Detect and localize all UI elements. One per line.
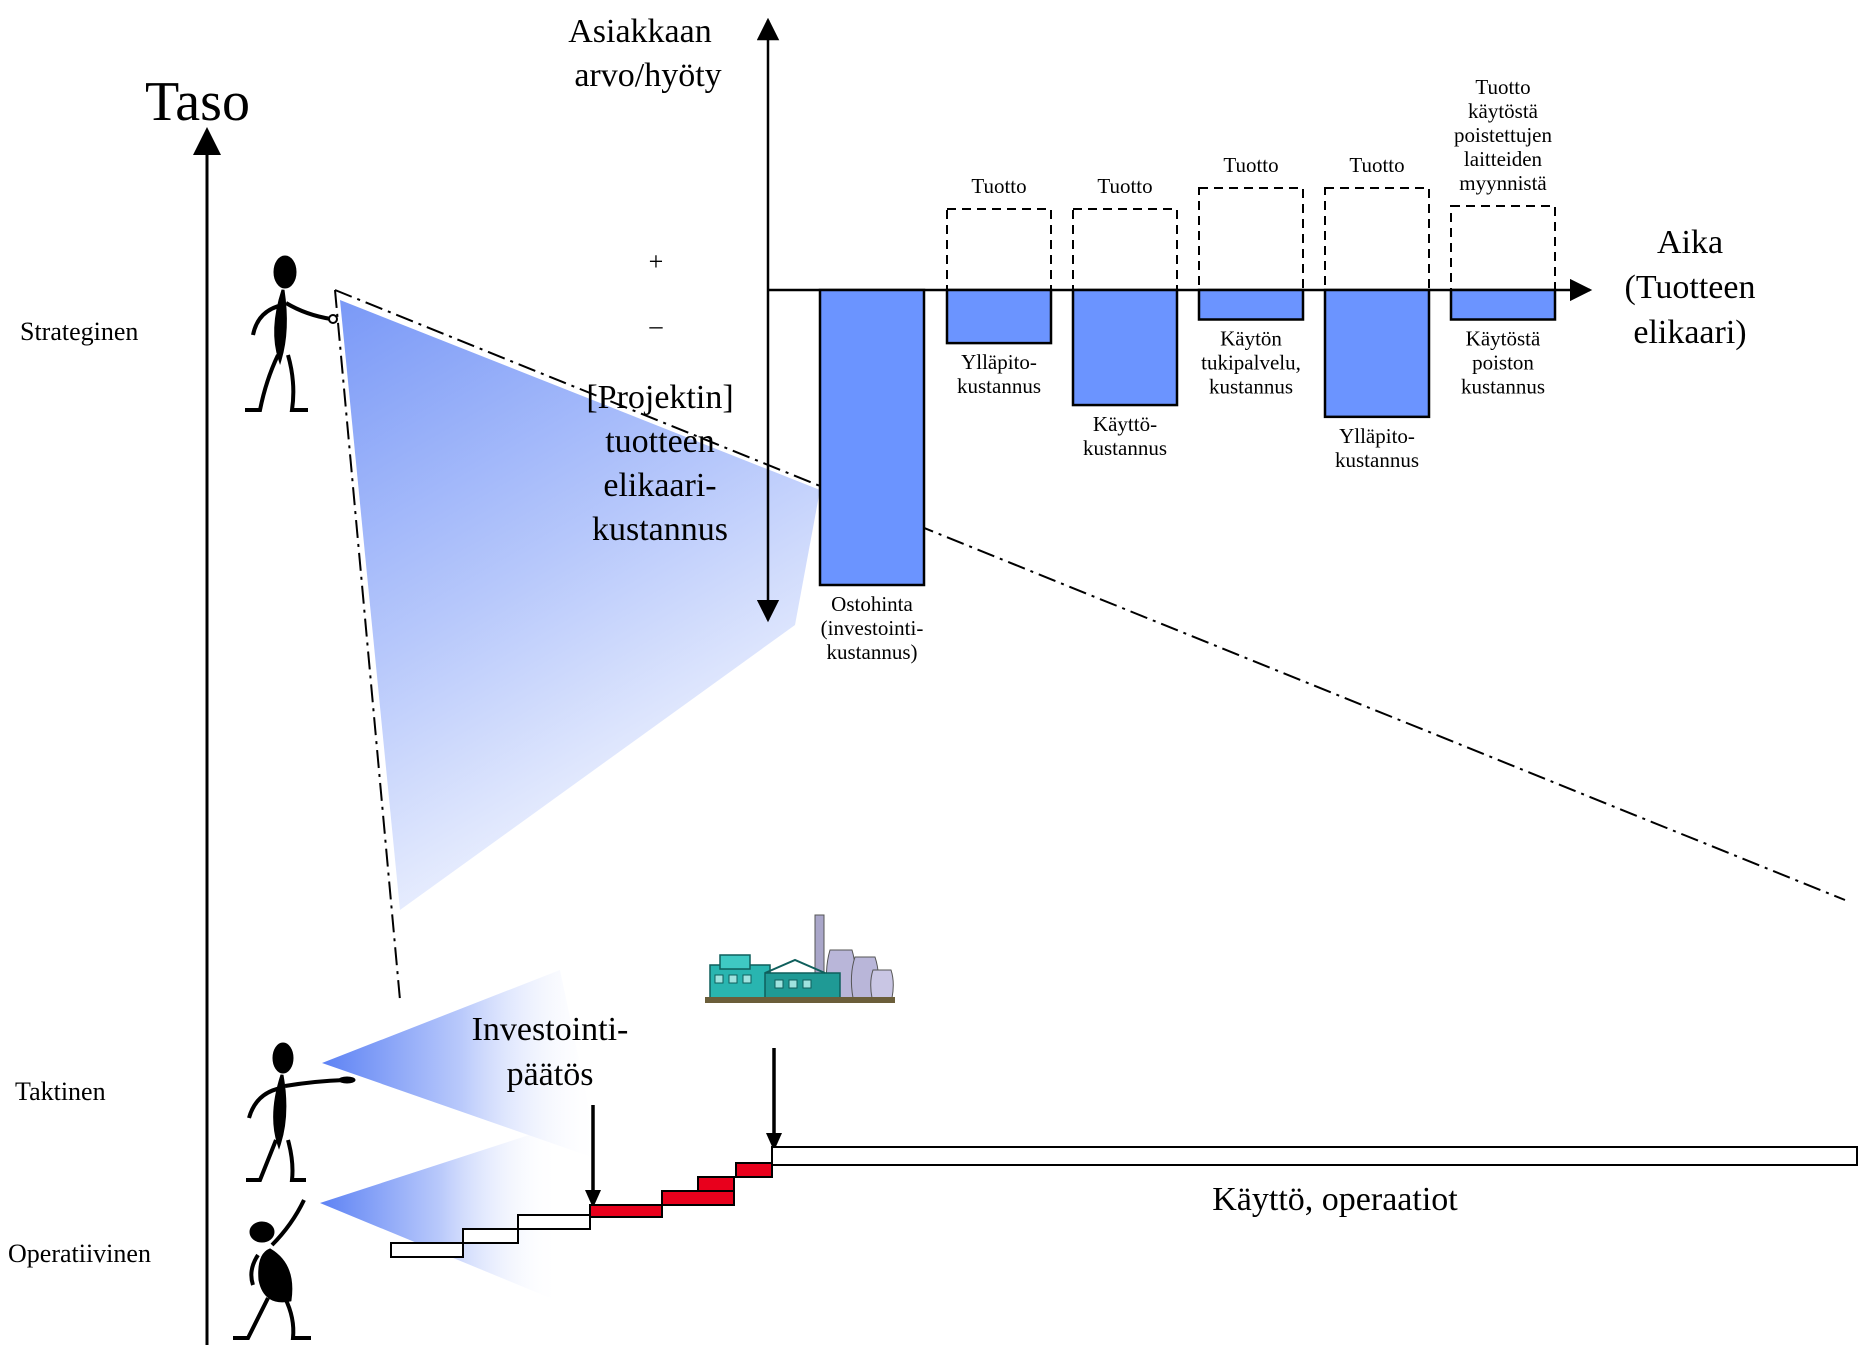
revenue-bar [1072,208,1178,291]
cost-bar [945,288,1053,345]
cost-label: Käytön [1220,327,1282,351]
level-axis: Taso [145,71,250,1345]
cost-label: Käytöstä [1466,327,1541,351]
cost-label: Ylläpito- [1339,424,1415,448]
cost-bar [1071,288,1179,407]
phase-step-active [697,1176,735,1192]
revenue-label: Tuotto [971,174,1026,198]
revenue-bar [1324,187,1430,291]
time-axis-label-line3: elikaari) [1633,314,1746,351]
revenue-label: poistettujen [1454,123,1552,147]
cost-label: Ostohinta [831,592,913,616]
phase-step [390,1242,464,1258]
plus-sign: + [649,247,664,276]
view-cone-outline [334,289,1846,1001]
revenue-bar [1198,187,1304,291]
project-phase-steps [390,1146,1858,1258]
strategic-person-icon [245,255,338,412]
tactical-view-beam [322,970,600,1160]
phase-step-active [589,1204,663,1218]
minus-sign: – [649,311,664,340]
revenue-label: Tuotto [1097,174,1152,198]
cost-label: (investointi- [821,616,924,640]
power-plant-icon [705,914,895,1003]
svg-text:elikaari-: elikaari- [603,467,716,504]
value-axis-label-line2: arvo/hyöty [574,57,721,94]
operative-view-beam [320,1125,560,1300]
cost-label: Käyttö- [1093,412,1157,436]
level-strategic: Strateginen [20,317,138,346]
phase-step [462,1228,519,1244]
time-axis-label-line1: Aika [1657,224,1723,261]
value-axis-label-line1: Asiakkaan [568,13,712,50]
cost-bar [1323,288,1431,419]
down-arrow-icon [766,1133,782,1151]
cost-label: Ylläpito- [961,350,1037,374]
cost-bar [818,288,926,587]
up-arrow-icon [193,127,221,155]
down-arrow-icon [585,1190,601,1208]
cost-bar [1449,288,1557,321]
operation-bar [771,1146,1858,1166]
investment-decision-line1: Investointi- [472,1011,629,1048]
level-tactical: Taktinen [15,1077,106,1106]
commissioning-arrow [766,1048,782,1151]
cost-revenue-bars: Ostohinta(investointi-kustannus) Ylläpito… [818,75,1557,664]
revenue-bar [946,208,1052,291]
svg-text:[Projektin]: [Projektin] [586,379,733,416]
cost-label: tukipalvelu, [1201,351,1301,375]
phase-step [517,1214,591,1230]
decision-arrow [585,1105,601,1208]
revenue-label: käytöstä [1468,99,1539,123]
revenue-bar [1450,205,1556,291]
cost-bar [1197,288,1305,321]
cost-label: kustannus [1335,448,1419,472]
revenue-label: Tuotto [1475,75,1530,99]
svg-text:kustannus: kustannus [592,511,728,548]
cost-label: kustannus [957,374,1041,398]
operation-label: Käyttö, operaatiot [1212,1181,1458,1218]
revenue-label: Tuotto [1223,153,1278,177]
level-operative: Operatiivinen [8,1239,151,1268]
project-cost-label: [Projektin] tuotteen elikaari- kustannus [586,379,733,548]
revenue-label: Tuotto [1349,153,1404,177]
strategic-view-beam [340,300,820,910]
svg-text:tuotteen: tuotteen [605,423,715,460]
time-axis-label-line2: (Tuotteen [1625,269,1756,306]
cost-label: kustannus [1209,375,1293,399]
revenue-label: myynnistä [1459,171,1547,195]
operative-person-icon [233,1199,311,1340]
investment-decision-line2: päätös [507,1056,594,1093]
tactical-person-icon [246,1042,356,1182]
revenue-label: laitteiden [1464,147,1543,171]
phase-step-active [735,1162,773,1178]
level-axis-title: Taso [145,71,250,133]
phase-step-active [661,1190,735,1206]
cost-label: kustannus [1461,375,1545,399]
cost-label: kustannus) [827,640,918,664]
cost-label: kustannus [1083,436,1167,460]
cost-label: poiston [1472,351,1534,375]
